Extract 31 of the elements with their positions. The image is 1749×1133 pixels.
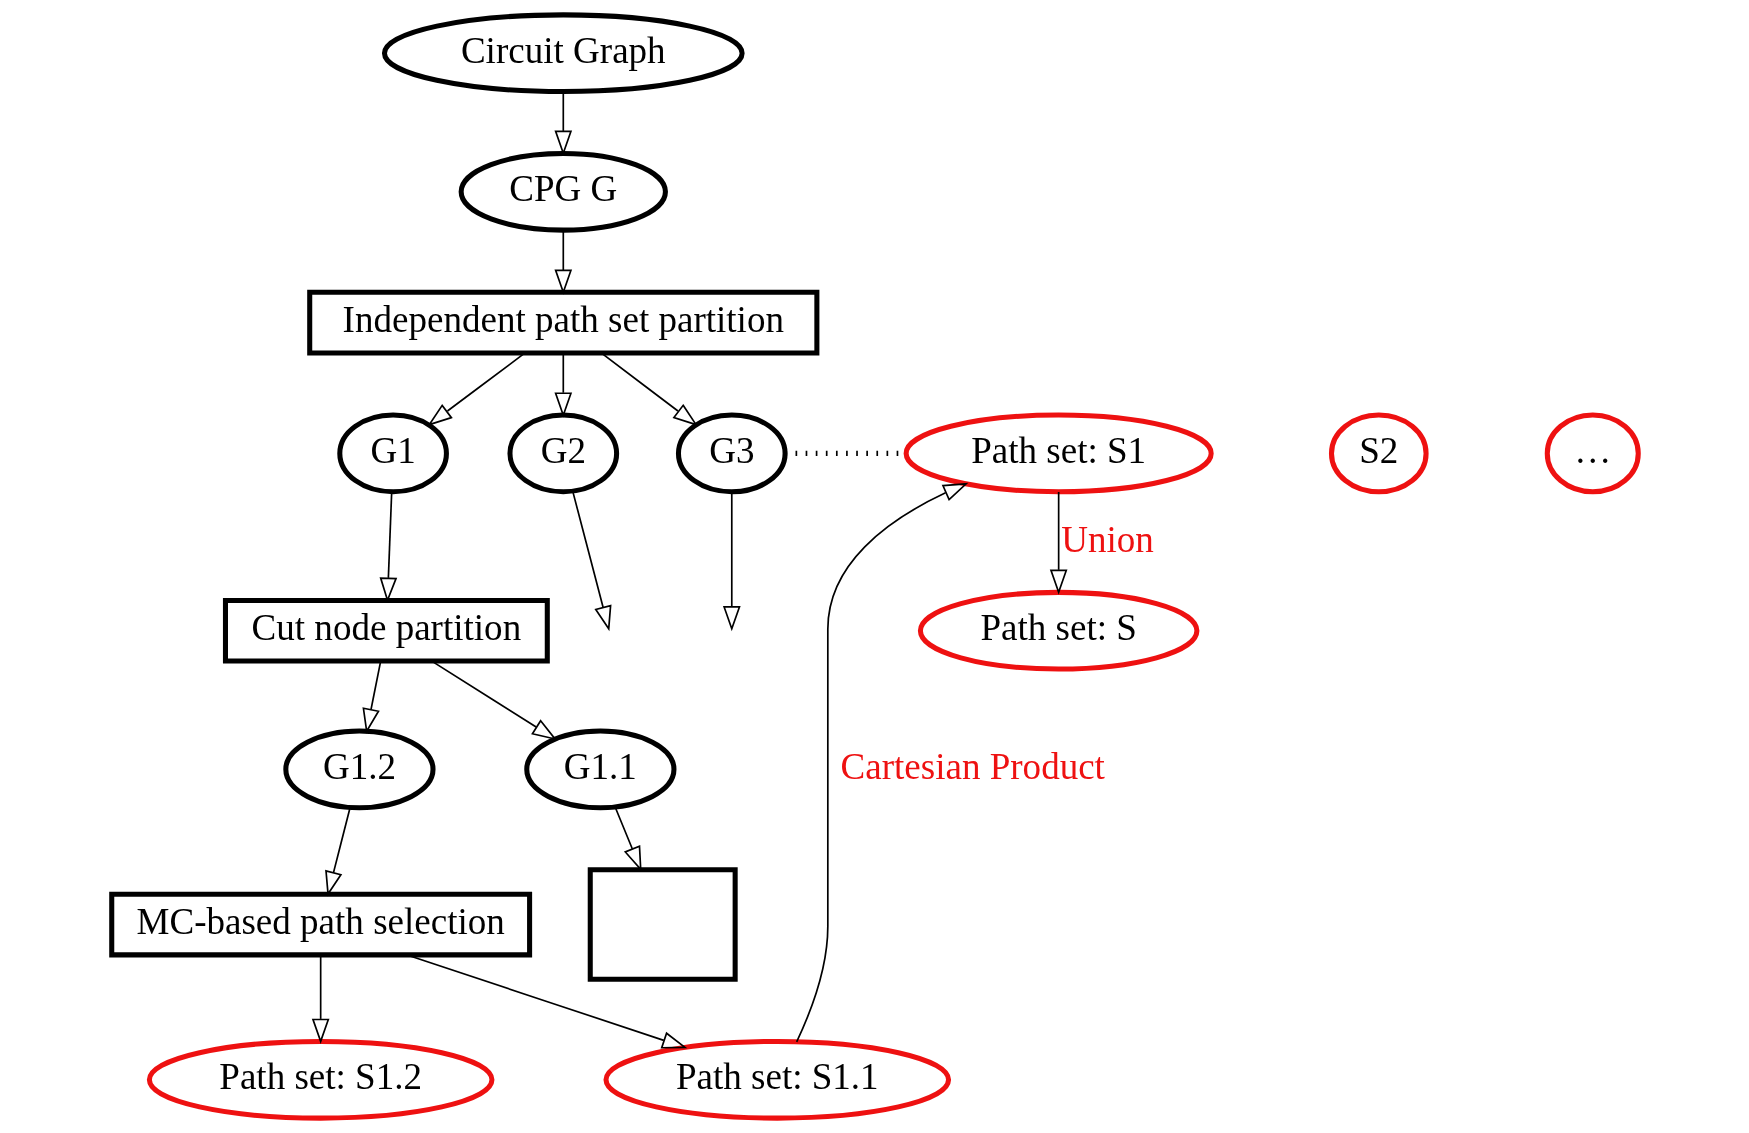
edge-label: Union — [1060, 518, 1154, 560]
arrow — [553, 352, 572, 418]
node-ellipse: G2 — [506, 412, 619, 495]
arrow — [426, 352, 525, 427]
node-box: MC-based path selection — [108, 891, 532, 958]
node-ellipse: S2 — [1328, 412, 1429, 495]
node-ellipse: Circuit Graph — [381, 12, 745, 95]
node-ellipse: G1 — [336, 412, 449, 495]
node-ellipse: CPG G — [458, 150, 668, 233]
node-ellipse: G1.2 — [282, 728, 436, 811]
node-box: Cut node partition — [222, 597, 550, 664]
node-ellipse: Path set: S1.1 — [603, 1038, 951, 1121]
node-box: Independent path set partition — [306, 289, 819, 356]
node-ellipse: Path set: S — [917, 589, 1199, 672]
arrow — [600, 352, 698, 427]
arrow — [324, 806, 351, 897]
arrow — [430, 660, 557, 741]
arrow — [571, 490, 612, 632]
node-box — [587, 867, 738, 982]
node-ellipse: Path set: S1.2 — [146, 1038, 494, 1121]
arrow — [722, 491, 741, 632]
arrow — [1049, 491, 1067, 595]
arrow — [795, 482, 968, 1043]
node-ellipse: G1.1 — [523, 728, 676, 811]
arrow — [553, 229, 572, 295]
node-ellipse: … — [1544, 412, 1641, 495]
node-ellipse: Path set: S1 — [903, 412, 1214, 495]
arrow — [361, 660, 381, 734]
arrow — [311, 954, 329, 1044]
node-ellipse: G3 — [675, 412, 788, 495]
edge-label: Cartesian Product — [840, 745, 1105, 787]
